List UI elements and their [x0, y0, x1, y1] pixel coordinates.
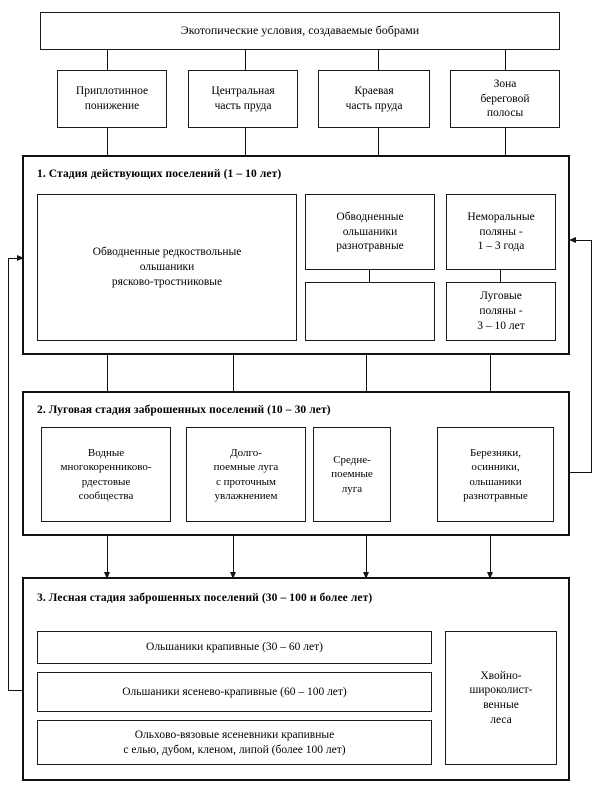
- zone-box-priplotinnoe: Приплотинное понижение: [57, 70, 167, 128]
- feedback-left-segment-top: [8, 258, 20, 259]
- stage-1-box-nemoralnye-polyany: Неморальные поляны - 1 – 3 года: [446, 194, 556, 270]
- arrow-head-stage2-stage3-1: [104, 572, 110, 579]
- stage-3-label-3: Ольхово-вязовые ясеневники крапивные с е…: [123, 728, 346, 756]
- feedback-right-arrow-head: [569, 236, 576, 243]
- arrow-head-stage2-stage3-3: [363, 572, 369, 579]
- stage-3-box-hvoyno-shirokolistvennye: Хвойно- широколист- венные леса: [445, 631, 557, 765]
- zone-label-1: Приплотинное понижение: [75, 85, 149, 112]
- stage-1-title: 1. Стадия действующих поселений (1 – 10 …: [37, 168, 282, 180]
- stage-2-label-2: Долго- поемные луга с проточным увлажнен…: [213, 447, 279, 502]
- stage-2-box-dolgopoemnye-luga: Долго- поемные луга с проточным увлажнен…: [186, 427, 306, 522]
- stage-3-label-2: Ольшаники ясенево-крапивные (60 – 100 ле…: [122, 685, 347, 698]
- feedback-left-segment-vertical: [8, 258, 9, 691]
- stage-1-box-empty: [305, 282, 435, 341]
- stage-3-title: 3. Лесная стадия заброшенных поселений (…: [37, 592, 373, 604]
- feedback-right-segment-vertical: [591, 240, 592, 473]
- stage-3-box-olshaniki-krapivnye: Ольшаники крапивные (30 – 60 лет): [37, 631, 432, 664]
- stage-2-box-bereznyaki: Березняки, осинники, ольшаники разнотрав…: [437, 427, 554, 522]
- zone-label-3: Краевая часть пруда: [345, 85, 403, 112]
- stage-1-box-olshaniki-raznotravnye: Обводненные ольшаники разнотравные: [305, 194, 435, 270]
- feedback-right-segment-top: [575, 240, 592, 241]
- stage-2-box-vodnye-soobshchestva: Водные многокоренниково- рдестовые сообщ…: [41, 427, 171, 522]
- connector-title-to-zone-1: [107, 50, 108, 70]
- stage-3-label-4: Хвойно- широколист- венные леса: [469, 669, 533, 726]
- zone-label-2: Центральная часть пруда: [211, 85, 275, 112]
- connector-stage1-right-column: [500, 270, 501, 282]
- stage-1-label-2: Обводненные ольшаники разнотравные: [336, 210, 404, 253]
- feedback-left-arrow-head: [17, 254, 24, 261]
- connector-zone3-to-stage1: [378, 128, 379, 155]
- arrow-line-stage1-stage2-2: [233, 355, 234, 400]
- arrow-line-stage2-stage3-2: [233, 536, 234, 579]
- arrow-head-stage2-stage3-2: [230, 572, 236, 579]
- connector-zone1-to-stage1: [107, 128, 108, 155]
- header-title-box: Экотопические условия, создаваемые бобра…: [40, 12, 560, 50]
- connector-zone4-to-stage1: [505, 128, 506, 155]
- stage-1-label-4: Неморальные поляны - 1 – 3 года: [467, 210, 535, 253]
- stage-2-label-4: Березняки, осинники, ольшаники разнотрав…: [463, 447, 528, 502]
- stage-2-label-1: Водные многокоренниково- рдестовые сообщ…: [60, 447, 152, 502]
- stage-3-box-olhovo-vyazovye: Ольхово-вязовые ясеневники крапивные с е…: [37, 720, 432, 765]
- zone-label-4: Зона береговой полосы: [480, 77, 530, 120]
- stage-2-box-srednepoemnye-luga: Средне- поемные луга: [313, 427, 391, 522]
- connector-zone2-to-stage1: [245, 128, 246, 155]
- zone-box-kraevaya: Краевая часть пруда: [318, 70, 430, 128]
- stage-1-box-lugovye-polyany: Луговые поляны - 3 – 10 лет: [446, 282, 556, 341]
- arrow-line-stage2-stage3-3: [366, 536, 367, 579]
- stage-3-label-1: Ольшаники крапивные (30 – 60 лет): [146, 641, 323, 654]
- zone-box-beregovaya: Зона береговой полосы: [450, 70, 560, 128]
- arrow-line-stage1-stage2-4: [490, 355, 491, 400]
- header-title-text: Экотопические условия, создаваемые бобра…: [180, 23, 420, 38]
- connector-title-to-zone-3: [378, 50, 379, 70]
- connector-title-to-zone-2: [245, 50, 246, 70]
- connector-stage1-mid-column: [369, 270, 370, 282]
- stage-3-box-olshaniki-yasenevo: Ольшаники ясенево-крапивные (60 – 100 ле…: [37, 672, 432, 712]
- stage-1-box-olshaniki-ryaskovo: Обводненные редкоствольные ольшаники ряс…: [37, 194, 297, 341]
- arrow-line-stage2-stage3-1: [107, 536, 108, 579]
- stage-2-label-3: Средне- поемные луга: [331, 454, 373, 495]
- stage-1-label-5: Луговые поляны - 3 – 10 лет: [477, 290, 525, 332]
- arrow-line-stage2-stage3-4: [490, 536, 491, 579]
- arrow-line-stage1-stage2-1: [107, 355, 108, 400]
- feedback-right-segment-bottom: [570, 472, 592, 473]
- connector-title-to-zone-4: [505, 50, 506, 70]
- arrow-head-stage2-stage3-4: [487, 572, 493, 579]
- zone-box-centralnaya: Центральная часть пруда: [188, 70, 298, 128]
- stage-2-title: 2. Луговая стадия заброшенных поселений …: [37, 404, 331, 416]
- stage-1-label-1: Обводненные редкоствольные ольшаники ряс…: [92, 246, 242, 288]
- feedback-left-segment-bottom: [8, 690, 24, 691]
- arrow-line-stage1-stage2-3: [366, 355, 367, 400]
